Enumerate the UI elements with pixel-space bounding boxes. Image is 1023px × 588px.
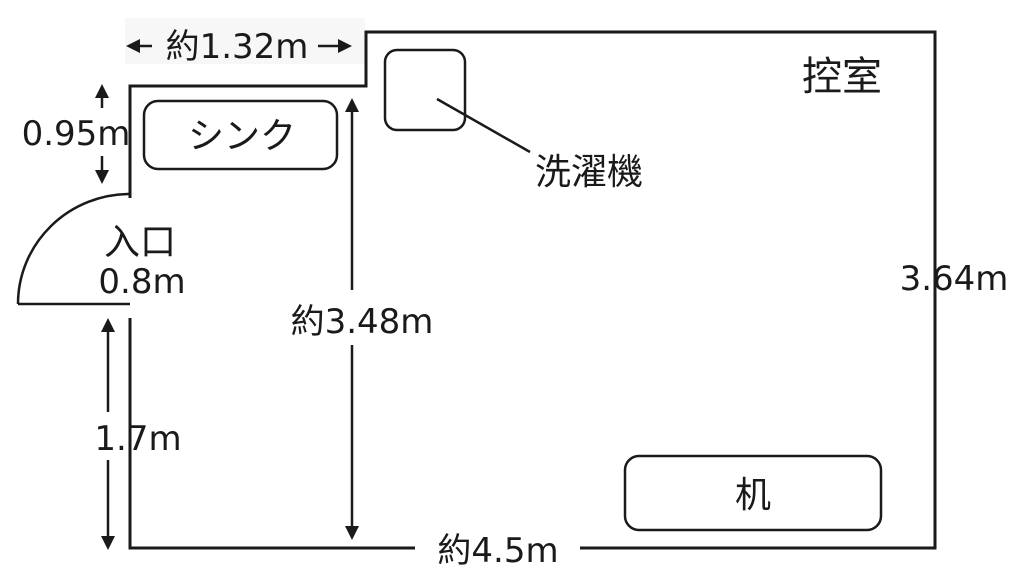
washing-machine (383, 48, 467, 132)
room-wall-outline (128, 30, 937, 550)
entrance-width-label: 0.8m (98, 262, 185, 302)
top-offset-arrow-down (95, 170, 109, 184)
sink (142, 99, 339, 171)
sink-label: シンク (188, 116, 296, 157)
inner-height-label: 約3.48m (291, 302, 434, 342)
inner-height-arrow-up (345, 98, 359, 112)
desk-label: 机 (735, 475, 771, 516)
right-height-label: 3.64m (900, 259, 1009, 299)
bottom-width-label: 約4.5m (437, 531, 558, 571)
room-name: 控室 (802, 54, 882, 100)
inner-height-arrow-down (345, 526, 359, 540)
top-width-arrow-right (338, 39, 352, 53)
lower-wall-arrow-down (101, 536, 115, 550)
top-offset-label: 0.95m (22, 114, 131, 154)
top-width-arrow-left (126, 39, 140, 53)
entrance-label: 入口 (104, 222, 176, 263)
top-width-label-bg (125, 18, 365, 64)
washer-leader-line (436, 97, 531, 154)
desk (623, 454, 883, 532)
washer-label: 洗濯機 (535, 152, 643, 193)
lower-wall-arrow-up (101, 318, 115, 332)
door-swing (16, 192, 131, 305)
top-offset-arrow-up (95, 84, 109, 98)
top-width-label: 約1.32m (166, 27, 309, 67)
lower-wall-label: 1.7m (94, 419, 181, 459)
